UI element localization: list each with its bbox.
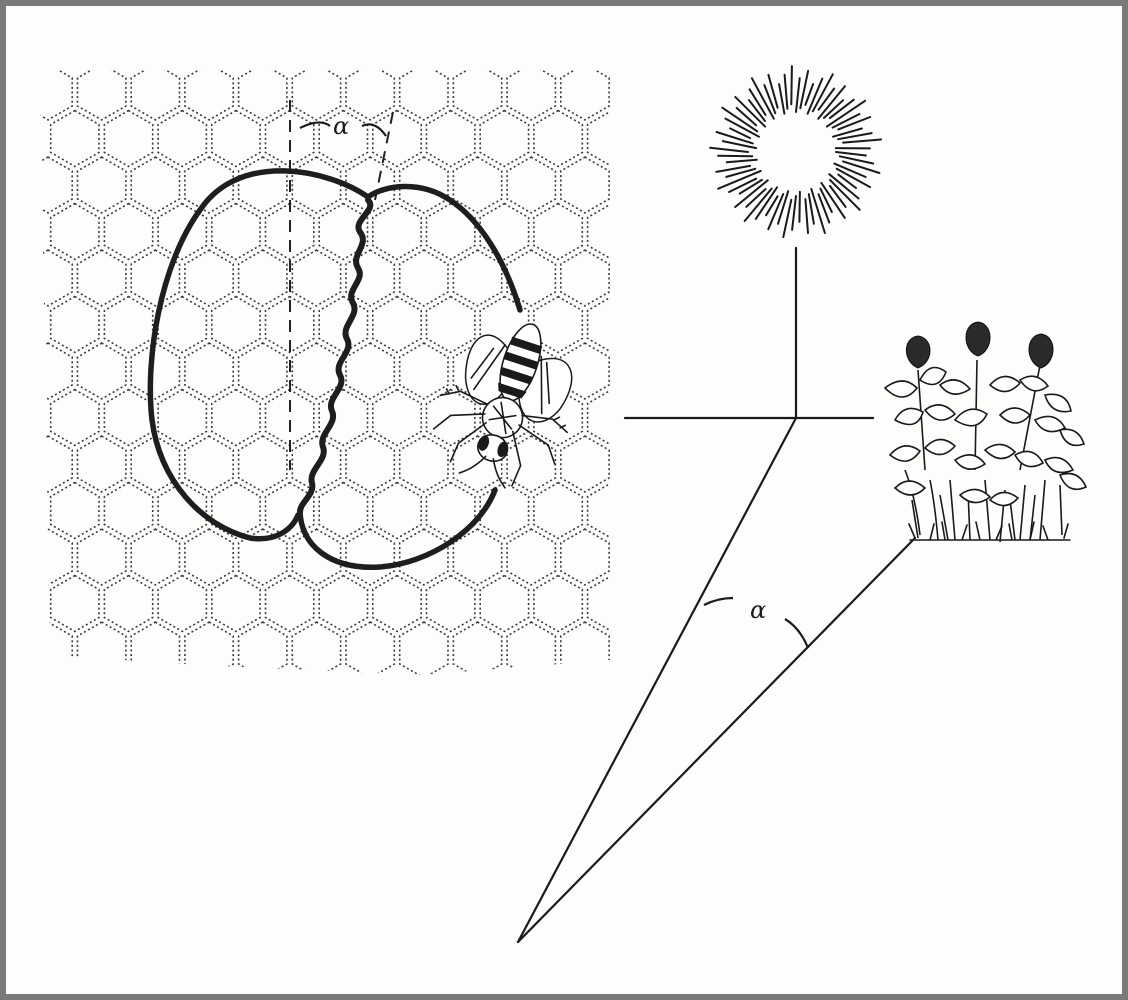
sun-ray <box>791 66 792 104</box>
comb-angle-label: α <box>333 112 349 140</box>
sun-ray <box>718 156 752 157</box>
diagram-background <box>3 3 1125 997</box>
field-angle-label: α <box>750 596 766 624</box>
sun-ray <box>799 192 800 222</box>
